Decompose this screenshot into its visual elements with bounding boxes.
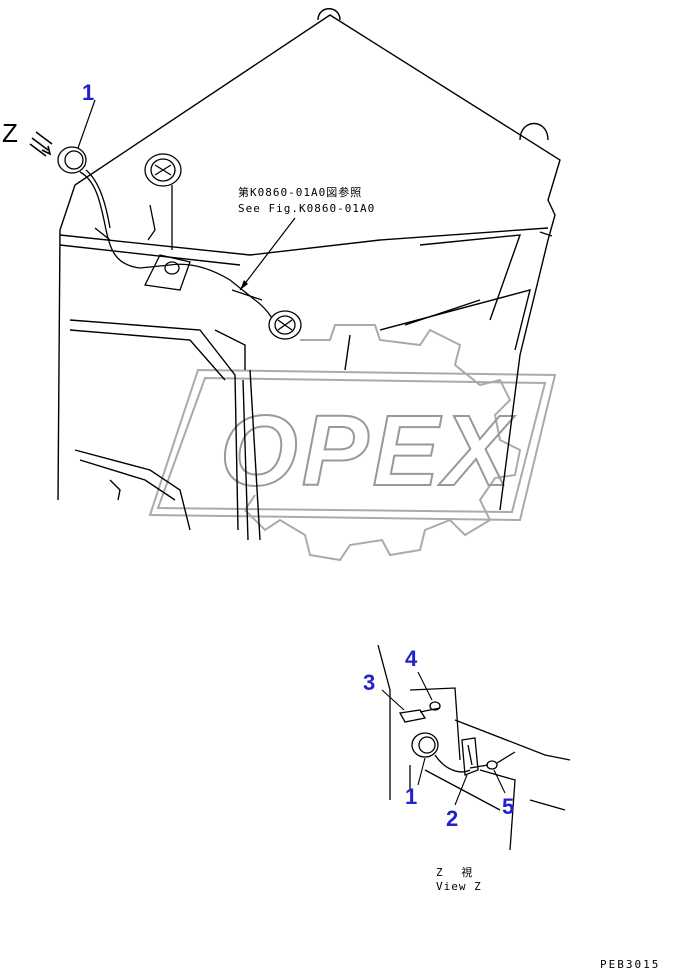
callout-1-detail: 1 [405, 784, 418, 809]
reference-arrowhead [240, 280, 248, 290]
callout-3-detail: 3 [363, 670, 376, 695]
view-z-marker: Z [2, 118, 18, 148]
reference-note-en: See Fig.K0860-01A0 [238, 202, 376, 215]
view-z-arrow [29, 131, 53, 157]
opex-watermark [148, 324, 557, 562]
opex-watermark-text: OPEX [220, 395, 515, 507]
callout-2-detail: 2 [446, 806, 459, 831]
callout-1-main: 1 [82, 80, 95, 105]
view-caption-jp: Z 視 [436, 866, 479, 879]
reference-note-jp: 第K0860-01A0図参照 [238, 186, 363, 199]
callout-5-detail: 5 [502, 794, 515, 819]
reference-leader [239, 217, 296, 291]
drawing-code: PEB3015 [600, 958, 661, 971]
detail-leaders [381, 671, 506, 806]
cab-outline [57, 8, 561, 541]
view-caption-en: View Z [436, 880, 482, 893]
detail-view-z [377, 644, 571, 851]
main-lamp-assembly [57, 146, 302, 340]
callout-1-leader [77, 99, 96, 149]
callout-4-detail: 4 [405, 646, 418, 671]
